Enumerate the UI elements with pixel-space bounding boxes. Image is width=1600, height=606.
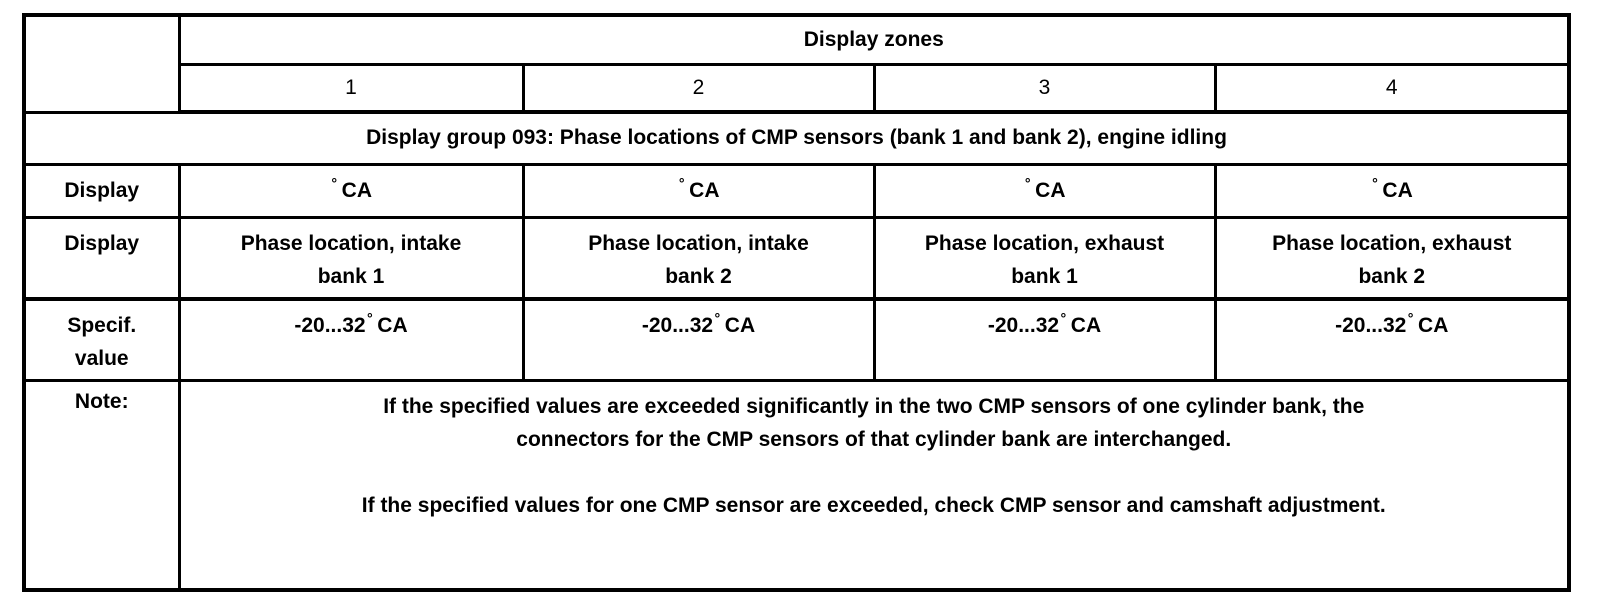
spec-label-line-2: value: [74, 347, 129, 370]
unit-value: CA: [1035, 178, 1066, 202]
spec-value-row: Specif. value -20...32°CA -20...32°CA -2…: [22, 297, 1571, 382]
description-line-2: bank 2: [1358, 264, 1426, 288]
degree-symbol: °: [367, 311, 373, 328]
unit-value: CA: [1382, 178, 1413, 202]
description-line-1: Phase location, intake: [588, 231, 809, 255]
display-group-table: Display zones 1 2 3 4 Display group 093:…: [22, 13, 1571, 592]
spec-range: -20...32: [1335, 314, 1407, 337]
zone-number-1: 1: [177, 62, 525, 114]
zone-number-4: 4: [1213, 62, 1571, 114]
spec-unit: CA: [1418, 314, 1449, 337]
description-line-2: bank 1: [1011, 264, 1078, 288]
degree-symbol: °: [1372, 175, 1378, 192]
degree-symbol: °: [1024, 175, 1031, 192]
note-line-3: If the specified values for one CMP sens…: [361, 493, 1386, 517]
spec-unit: CA: [377, 314, 408, 337]
unit-row-label: Display: [22, 162, 181, 219]
spec-range: -20...32: [987, 314, 1060, 337]
description-line-2: bank 2: [665, 264, 732, 288]
spec-label-line-1: Specif.: [67, 314, 137, 337]
unit-cell-2: °CA: [521, 162, 876, 219]
spec-cell-2: -20...32°CA: [521, 297, 876, 382]
unit-cell-3: °CA: [872, 162, 1217, 219]
corner-cell: [22, 13, 181, 114]
unit-value: CA: [689, 178, 720, 202]
spec-cell-4: -20...32°CA: [1213, 297, 1571, 382]
spec-unit: CA: [724, 314, 756, 337]
display-zones-header: Display zones: [177, 13, 1571, 66]
spec-range: -20...32: [641, 314, 714, 337]
note-row: Note: If the specified values are exceed…: [22, 378, 1571, 592]
description-line-2: bank 1: [317, 264, 385, 288]
degree-symbol: °: [1060, 311, 1067, 328]
description-cell-1: Phase location, intake bank 1: [177, 215, 525, 301]
description-line-1: Phase location, exhaust: [924, 231, 1165, 255]
degree-symbol: °: [714, 311, 721, 328]
unit-value: CA: [341, 178, 373, 202]
group-title-row: Display group 093: Phase locations of CM…: [22, 110, 1571, 166]
spec-cell-3: -20...32°CA: [872, 297, 1217, 382]
description-line-1: Phase location, exhaust: [1272, 231, 1512, 255]
note-label: Note:: [22, 378, 181, 592]
note-line-2: connectors for the CMP sensors of that c…: [516, 427, 1232, 451]
group-title: Display group 093: Phase locations of CM…: [22, 110, 1571, 166]
degree-symbol: °: [678, 175, 685, 192]
display-zones-row: Display zones: [22, 13, 1571, 114]
zone-number-3: 3: [872, 62, 1217, 114]
unit-row: Display °CA °CA °CA °CA: [22, 162, 1571, 219]
spec-cell-1: -20...32°CA: [177, 297, 525, 382]
spec-unit: CA: [1070, 314, 1102, 337]
unit-cell-1: °CA: [177, 162, 525, 219]
spec-range: -20...32: [294, 314, 366, 337]
description-row-label: Display: [22, 215, 181, 301]
unit-cell-4: °CA: [1213, 162, 1571, 219]
note-line-1: If the specified values are exceeded sig…: [383, 394, 1365, 418]
description-row: Display Phase location, intake bank 1 Ph…: [22, 215, 1571, 301]
description-cell-2: Phase location, intake bank 2: [521, 215, 876, 301]
degree-symbol: °: [1407, 311, 1414, 328]
spec-value-label: Specif. value: [22, 297, 181, 382]
description-cell-4: Phase location, exhaust bank 2: [1213, 215, 1571, 301]
note-text: If the specified values are exceeded sig…: [177, 378, 1571, 592]
zone-number-2: 2: [521, 62, 876, 114]
description-cell-3: Phase location, exhaust bank 1: [872, 215, 1217, 301]
degree-symbol: °: [331, 175, 338, 192]
note-line-blank: [182, 456, 1566, 489]
description-line-1: Phase location, intake: [240, 231, 462, 255]
zone-numbers-row: 1 2 3 4: [24, 62, 1571, 114]
